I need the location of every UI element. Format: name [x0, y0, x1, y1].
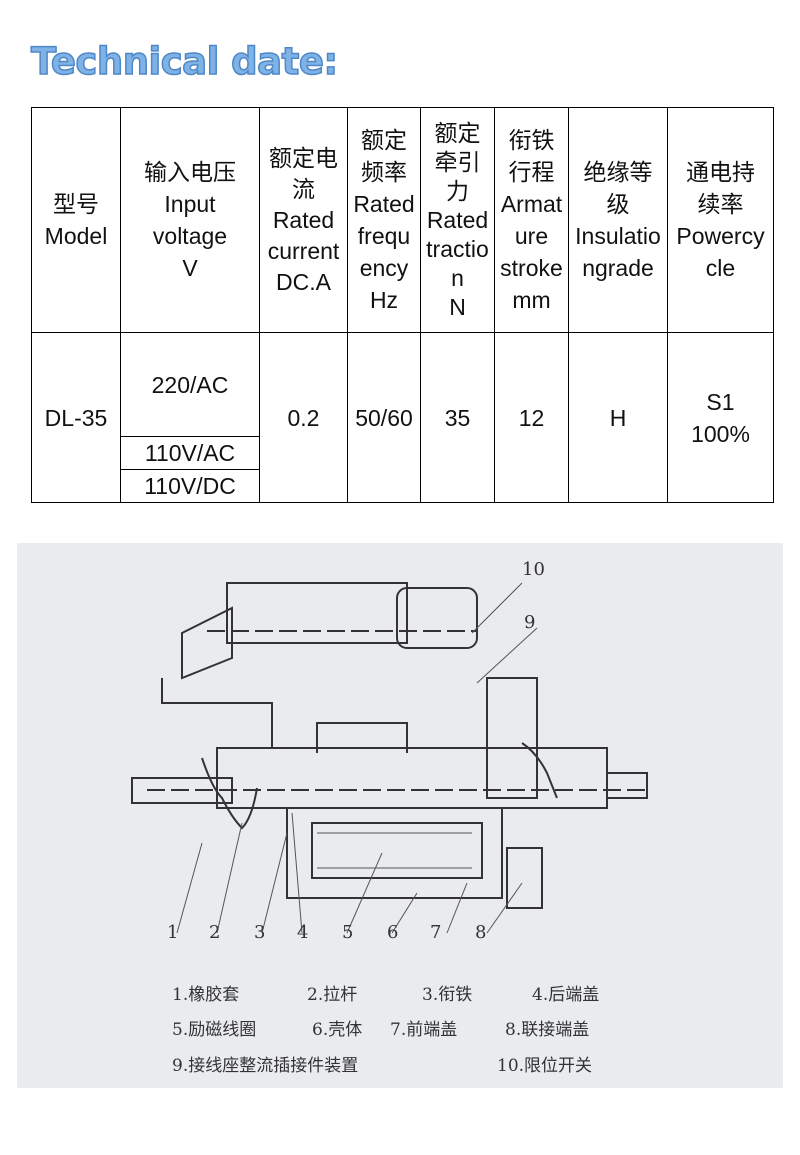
- callout-label: 8: [475, 922, 486, 943]
- cell-duty: S1 100%: [667, 332, 774, 503]
- legend-item: 9.接线座整流插接件装置: [172, 1056, 359, 1076]
- legend-item: 2.拉杆: [307, 985, 358, 1005]
- cell-voltage: 110V/AC: [120, 436, 260, 470]
- callout-label: 2: [209, 922, 220, 943]
- cell-current: 0.2: [259, 332, 348, 503]
- legend-item: 4.后端盖: [532, 985, 600, 1005]
- header-traction: 额定 牵引 力 Rated tractio n N: [420, 107, 495, 333]
- legend-item: 3.衔铁: [422, 985, 473, 1005]
- header-voltage: 输入电压 Input voltage V: [120, 107, 260, 333]
- header-insulation: 绝缘等 级 Insulatio ngrade: [568, 107, 668, 333]
- cell-traction: 35: [420, 332, 495, 503]
- callout-label: 10: [522, 559, 545, 580]
- callout-label: 9: [524, 612, 535, 633]
- header-current: 额定电 流 Rated current DC.A: [259, 107, 348, 333]
- spec-table: 型号 Model 输入电压 Input voltage V 额定电 流 Rate…: [31, 107, 774, 503]
- legend-item: 5.励磁线圈: [172, 1020, 257, 1040]
- legend-item: 1.橡胶套: [172, 985, 240, 1005]
- legend-item: 7.前端盖: [390, 1020, 458, 1040]
- page-title: Technical date:: [30, 39, 339, 84]
- table-row: DL-35 220/AC 0.2 50/60 35 12 H S1 100%: [31, 332, 774, 503]
- cell-insulation: H: [568, 332, 668, 503]
- legend-item: 6.壳体: [312, 1020, 363, 1040]
- header-duty: 通电持 续率 Powercy cle: [667, 107, 774, 333]
- cell-model: DL-35: [31, 332, 121, 503]
- callout-label: 1: [167, 922, 178, 943]
- cell-voltage: 220/AC: [120, 332, 260, 437]
- header-stroke: 衔铁 行程 Armat ure stroke mm: [494, 107, 569, 333]
- header-model: 型号 Model: [31, 107, 121, 333]
- legend-item: 8.联接端盖: [505, 1020, 590, 1040]
- callout-label: 3: [254, 922, 265, 943]
- callout-label: 5: [342, 922, 353, 943]
- callout-label: 6: [387, 922, 398, 943]
- cell-stroke: 12: [494, 332, 569, 503]
- cell-frequency: 50/60: [347, 332, 421, 503]
- legend-item: 10.限位开关: [497, 1056, 593, 1076]
- header-row: 型号 Model 输入电压 Input voltage V 额定电 流 Rate…: [31, 107, 774, 333]
- callout-label: 4: [297, 922, 308, 943]
- callout-label: 7: [430, 922, 441, 943]
- cell-voltage: 110V/DC: [120, 469, 260, 503]
- technical-drawing: 1 2 3 4 5 6 7 8 9 10 1.橡胶套 2.拉杆 3.衔铁 4.后…: [17, 543, 783, 1088]
- solenoid-cross-section: 1 2 3 4 5 6 7 8 9 10: [131, 559, 648, 943]
- header-frequency: 额定 频率 Rated frequ ency Hz: [347, 107, 421, 333]
